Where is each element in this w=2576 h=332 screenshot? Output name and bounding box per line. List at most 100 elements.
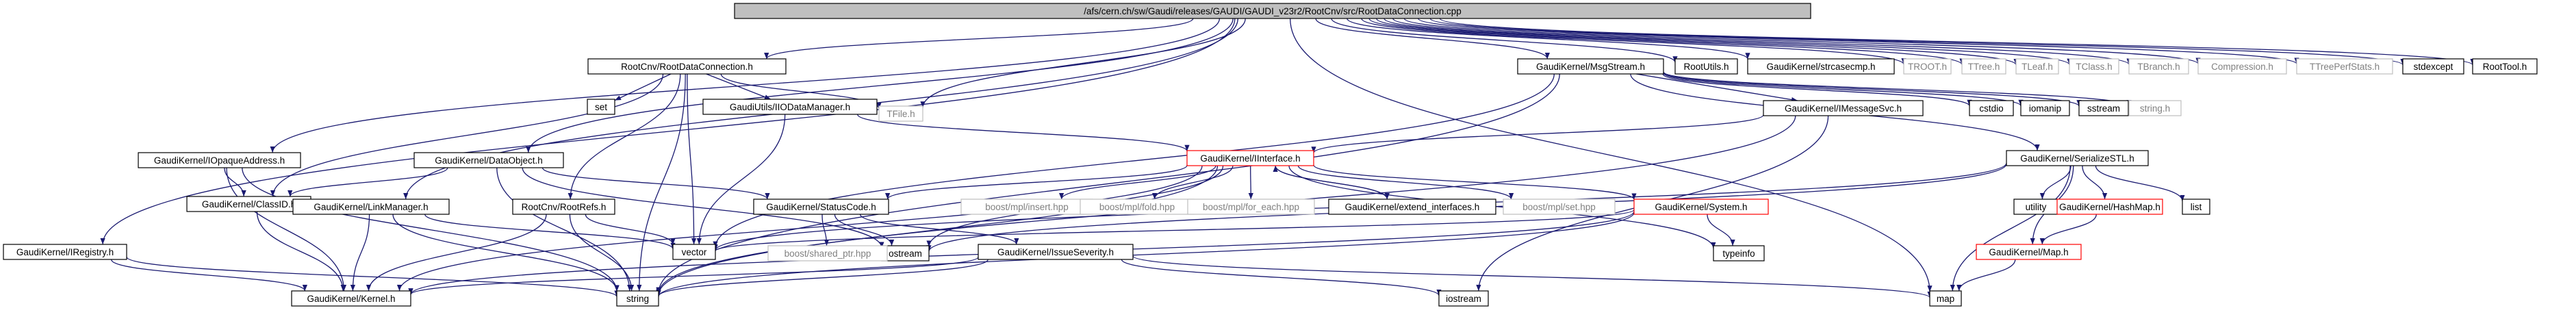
- node-iopaque[interactable]: GaudiKernel/IOpaqueAddress.h: [138, 152, 301, 168]
- node-set[interactable]: set: [587, 99, 615, 115]
- node-box-strcasecmp: [1747, 58, 1895, 75]
- node-sharedptr: boost/shared_ptr.hpp: [767, 245, 888, 261]
- edge-system-to-typeinfo: [1707, 214, 1735, 246]
- edge-rdc_h-to-classid: [270, 73, 664, 197]
- node-box-iregistry: [3, 244, 127, 260]
- node-hashmap[interactable]: GaudiKernel/HashMap.h: [2056, 199, 2163, 215]
- node-system[interactable]: GaudiKernel/System.h: [1633, 199, 1769, 215]
- node-label-mplforeach: boost/mpl/for_each.hpp: [1203, 202, 1299, 212]
- edge-root-to-rootutils: [1331, 18, 1678, 63]
- node-msgstream[interactable]: GaudiKernel/MsgStream.h: [1517, 58, 1664, 75]
- node-label-stringh: string.h: [2140, 103, 2170, 114]
- edge-iregistry-to-string: [126, 256, 620, 298]
- edge-root-to-ttree: [1368, 18, 1965, 66]
- node-label-tclass: TClass.h: [2076, 62, 2112, 72]
- node-dataobject[interactable]: GaudiKernel/DataObject.h: [413, 152, 564, 168]
- node-utility[interactable]: utility: [2013, 199, 2058, 215]
- node-iomanip[interactable]: iomanip: [2020, 100, 2070, 116]
- node-label-tbranch: TBranch.h: [2137, 62, 2180, 72]
- node-rootutils[interactable]: RootUtils.h: [1674, 58, 1738, 75]
- node-box-tfile: [878, 105, 923, 122]
- node-label-sharedptr: boost/shared_ptr.hpp: [785, 248, 871, 259]
- node-sstream[interactable]: sstream: [2078, 100, 2129, 116]
- node-box-issueseverity: [978, 244, 1134, 260]
- node-box-compression: [2197, 58, 2287, 75]
- edge-linkmanager-to-string: [392, 214, 620, 292]
- node-statuscode[interactable]: GaudiKernel/StatusCode.h: [753, 199, 889, 215]
- node-stringh: string.h: [2128, 100, 2182, 116]
- node-box-kernel: [291, 290, 411, 307]
- node-ostream[interactable]: ostream: [881, 245, 930, 261]
- node-serializestl[interactable]: GaudiKernel/SerializeSTL.h: [2006, 150, 2149, 166]
- edge-linkmanager-to-vector: [424, 214, 676, 249]
- node-typeinfo[interactable]: typeinfo: [1713, 245, 1765, 261]
- edge-iodatamgr-to-vector: [696, 114, 786, 245]
- node-label-tleaf: TLeaf.h: [2022, 62, 2053, 72]
- node-label-vector: vector: [682, 247, 707, 257]
- edge-msgstream-to-sstream: [1663, 72, 2082, 107]
- node-tfile: TFile.h: [878, 105, 923, 122]
- node-strcasecmp[interactable]: GaudiKernel/strcasecmp.h: [1747, 58, 1895, 75]
- edge-iinterface-to-system: [1313, 164, 1637, 200]
- node-imessagesvc[interactable]: GaudiKernel/IMessageSvc.h: [1763, 100, 1924, 116]
- node-rdc_h[interactable]: RootCnv/RootDataConnection.h: [587, 58, 787, 75]
- node-box-tleaf: [2015, 58, 2059, 75]
- node-mplinsert: boost/mpl/insert.hpp: [960, 199, 1093, 215]
- edge-rdc_h-to-set: [614, 73, 672, 101]
- node-kernel[interactable]: GaudiKernel/Kernel.h: [291, 290, 411, 307]
- edge-root-to-stdexcept: [1429, 18, 2406, 66]
- edge-rootrefs-to-kernel: [366, 214, 547, 292]
- node-box-tclass: [2069, 58, 2119, 75]
- edge-statuscode-to-ostream: [834, 214, 895, 246]
- node-classid[interactable]: GaudiKernel/ClassID.h: [186, 196, 311, 212]
- node-iinterface[interactable]: GaudiKernel/IInterface.h: [1186, 150, 1314, 166]
- node-box-ttreeperf: [2296, 58, 2393, 75]
- node-rootrefs[interactable]: RootCnv/RootRefs.h: [512, 199, 615, 215]
- node-extendif[interactable]: GaudiKernel/extend_interfaces.h: [1328, 199, 1496, 215]
- node-string[interactable]: string: [616, 290, 659, 307]
- edge-iopaque-to-classid: [224, 167, 246, 197]
- node-box-iostream: [1438, 290, 1489, 307]
- node-label-string: string: [626, 294, 649, 304]
- edge-root-to-tfile: [920, 18, 1246, 108]
- node-box-rootrefs: [512, 199, 615, 215]
- node-box-list: [2182, 199, 2210, 215]
- node-box-mplforeach: [1187, 199, 1315, 215]
- node-box-vector: [672, 244, 716, 260]
- node-box-iinterface: [1186, 150, 1314, 166]
- edge-serializestl-to-list: [2095, 165, 2185, 201]
- edge-extendif-to-iinterface: [1273, 165, 1388, 200]
- node-gmap[interactable]: GaudiKernel/Map.h: [1976, 244, 2082, 260]
- edge-rdc_h-to-iodatamgr: [706, 73, 771, 100]
- node-cstdio[interactable]: cstdio: [1969, 100, 2014, 116]
- node-compression: Compression.h: [2197, 58, 2287, 75]
- edge-dataobject-to-ostream: [522, 167, 884, 248]
- node-ttree: TTree.h: [1961, 58, 2006, 75]
- edge-root-to-msgstream: [1315, 18, 1550, 60]
- node-label-issueseverity: GaudiKernel/IssueSeverity.h: [997, 247, 1114, 257]
- node-list[interactable]: list: [2182, 199, 2210, 215]
- edge-msgstream-to-imessagesvc: [1635, 73, 1798, 103]
- node-iodatamgr[interactable]: GaudiUtils/IIODataManager.h: [702, 99, 878, 115]
- node-iostream[interactable]: iostream: [1438, 290, 1489, 307]
- node-label-rootrefs: RootCnv/RootRefs.h: [522, 202, 607, 212]
- node-vector[interactable]: vector: [672, 244, 716, 260]
- node-label-iodatamgr: GaudiUtils/IIODataManager.h: [730, 102, 850, 112]
- node-linkmanager[interactable]: GaudiKernel/LinkManager.h: [292, 199, 450, 215]
- node-map[interactable]: map: [1929, 290, 1962, 307]
- node-label-serializestl: GaudiKernel/SerializeSTL.h: [2020, 153, 2134, 164]
- node-label-mplinsert: boost/mpl/insert.hpp: [985, 202, 1069, 212]
- node-roottool[interactable]: RootTool.h: [2472, 58, 2538, 75]
- node-stdexcept[interactable]: stdexcept: [2402, 58, 2464, 75]
- node-iregistry[interactable]: GaudiKernel/IRegistry.h: [3, 244, 127, 260]
- node-label-strcasecmp: GaudiKernel/strcasecmp.h: [1766, 62, 1875, 72]
- edge-dataobject-to-statuscode: [541, 167, 770, 200]
- node-box-rootutils: [1674, 58, 1738, 75]
- node-troot: TROOT.h: [1903, 58, 1952, 75]
- node-issueseverity[interactable]: GaudiKernel/IssueSeverity.h: [978, 244, 1134, 260]
- node-root[interactable]: /afs/cern.ch/sw/Gaudi/releases/GAUDI/GAU…: [734, 3, 1811, 19]
- node-label-cstdio: cstdio: [1979, 103, 2003, 114]
- edge-system-to-vector: [713, 209, 1635, 252]
- edge-rdc_h-to-string: [637, 73, 686, 292]
